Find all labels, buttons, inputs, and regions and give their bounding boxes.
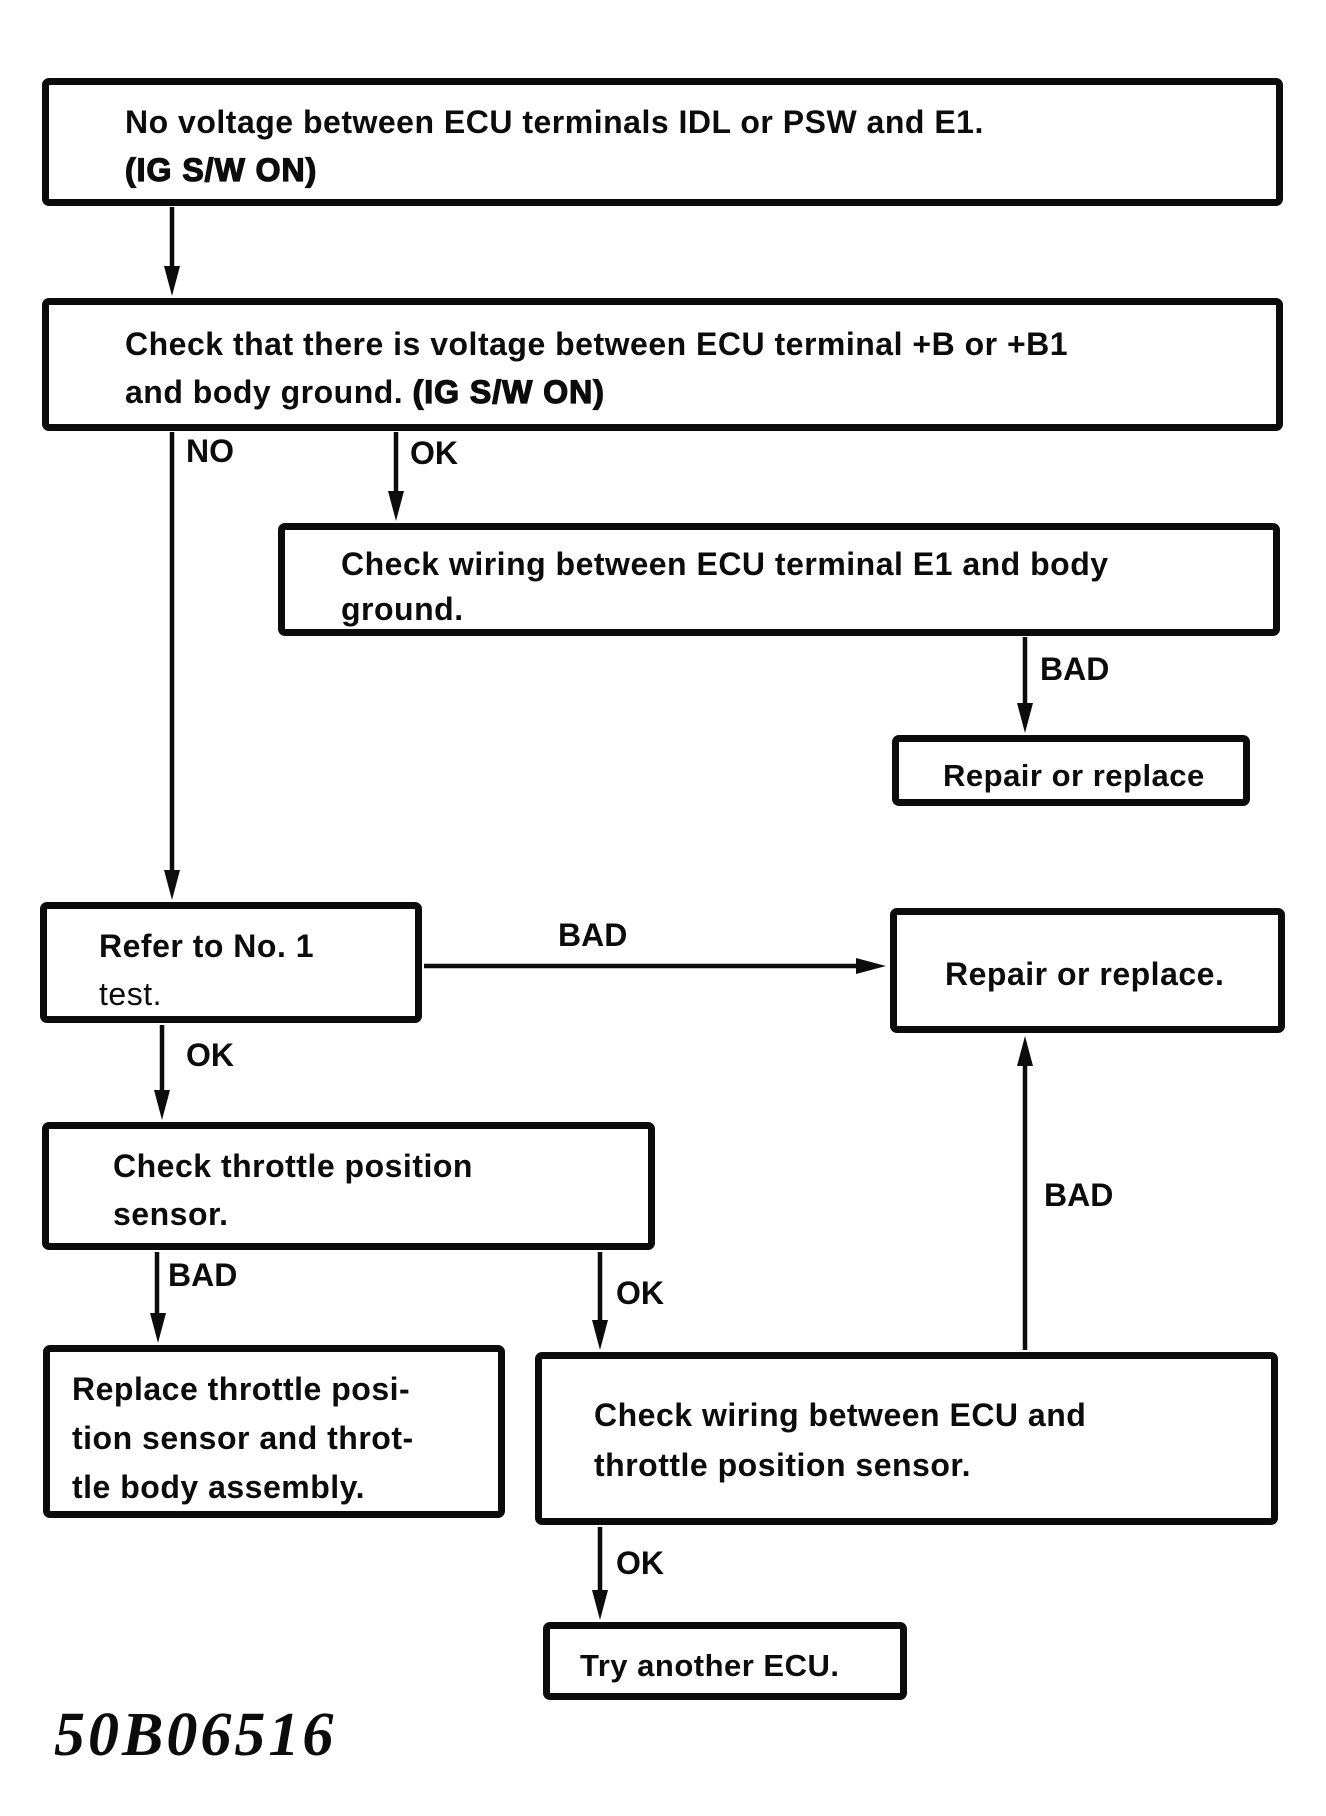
node-text-line: Repair or replace. xyxy=(945,956,1225,992)
figure-code: 50B06516 xyxy=(54,1701,337,1769)
edge-wiring-e1-bad xyxy=(1017,637,1033,733)
edge-label-bad: BAD xyxy=(1044,1177,1114,1213)
node-text-segment-bold: (IG S/W ON) xyxy=(412,373,605,410)
edge-label-no: NO xyxy=(186,433,234,469)
node-text-line: sensor. xyxy=(113,1196,229,1232)
node-check-wiring-ecu-tps: Check wiring between ECU and throttle po… xyxy=(535,1352,1278,1525)
node-text-line: test. xyxy=(99,976,162,1012)
node-text-line: Repair or replace xyxy=(943,758,1205,793)
node-repair-or-replace-2: Repair or replace. xyxy=(890,908,1285,1033)
node-text-line: and body ground. (IG S/W ON) xyxy=(125,368,1276,416)
node-text-line: Refer to No. 1 xyxy=(99,928,315,964)
edge-tps-bad xyxy=(150,1252,166,1343)
edge-wiring-tps-bad xyxy=(1017,1036,1033,1350)
node-text-line: Check wiring between ECU and xyxy=(594,1397,1087,1433)
edge-start-to-check-voltage xyxy=(164,207,180,296)
node-check-wiring-e1: Check wiring between ECU terminal E1 and… xyxy=(278,523,1280,636)
edge-tps-ok xyxy=(592,1252,608,1350)
edge-wiring-tps-ok xyxy=(592,1527,608,1620)
node-text-line: Check that there is voltage between ECU … xyxy=(125,326,1069,362)
node-check-throttle-position-sensor: Check throttle position sensor. xyxy=(42,1122,655,1250)
node-text-line: tion sensor and throt- xyxy=(72,1420,414,1456)
node-text-line: (IG S/W ON) xyxy=(124,151,318,188)
edge-refer-test-ok xyxy=(154,1025,170,1120)
node-refer-to-no1-test: Refer to No. 1 test. xyxy=(40,902,422,1023)
node-check-voltage: Check that there is voltage between ECU … xyxy=(42,298,1283,431)
node-text-segment: and body ground. xyxy=(125,374,413,410)
edge-label-bad: BAD xyxy=(1040,651,1110,687)
node-replace-tps-assembly: Replace throttle posi- tion sensor and t… xyxy=(43,1345,505,1518)
node-text-line: Replace throttle posi- xyxy=(72,1371,411,1407)
node-text-line: Check throttle position xyxy=(113,1148,473,1184)
edge-label-ok: OK xyxy=(410,435,458,471)
node-text-line: tle body assembly. xyxy=(72,1469,365,1505)
edge-refer-test-bad xyxy=(424,958,886,974)
node-text-line: No voltage between ECU terminals IDL or … xyxy=(125,104,984,140)
edge-check-voltage-ok xyxy=(388,432,404,521)
node-text-line: Try another ECU. xyxy=(580,1648,840,1683)
edge-label-ok: OK xyxy=(616,1275,664,1311)
edge-label-ok: OK xyxy=(186,1037,234,1073)
edge-label-ok: OK xyxy=(616,1545,664,1581)
node-repair-or-replace-1: Repair or replace xyxy=(892,735,1250,806)
node-text-line: Check wiring between ECU terminal E1 and… xyxy=(341,546,1109,582)
node-no-voltage-start: No voltage between ECU terminals IDL or … xyxy=(42,78,1283,206)
edge-label-bad: BAD xyxy=(168,1257,238,1293)
edge-label-bad: BAD xyxy=(558,917,628,953)
node-text-line: throttle position sensor. xyxy=(594,1447,971,1483)
edge-check-voltage-no xyxy=(164,432,180,900)
node-text-line: ground. xyxy=(341,591,464,627)
node-try-another-ecu: Try another ECU. xyxy=(543,1622,907,1700)
